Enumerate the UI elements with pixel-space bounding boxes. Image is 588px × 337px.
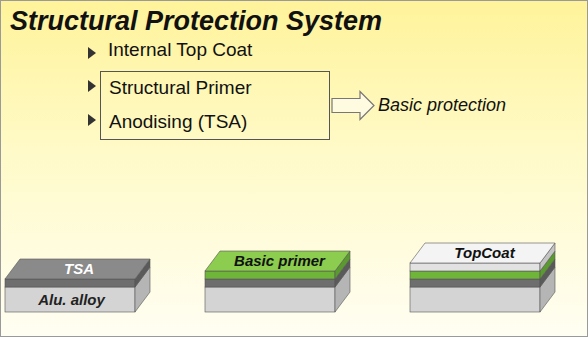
bullet-text: Structural Primer: [109, 75, 321, 101]
layer-face: TSA: [63, 260, 95, 278]
node-text: TopCoat: [453, 244, 516, 262]
slide-title: Structural Protection System: [10, 6, 382, 37]
layer-face: TopCoat: [453, 244, 516, 262]
bullet-text: Internal Top Coat: [108, 39, 252, 61]
node-text: TSA: [63, 260, 95, 278]
layer-face: Alu. alloy: [37, 291, 106, 309]
node-text: Alu. alloy: [37, 291, 106, 309]
result-text: Basic protection: [378, 95, 506, 117]
block-arrow: [332, 92, 374, 120]
bracket-box: Structural PrimerAnodising (TSA): [100, 71, 330, 140]
layer-face: Basic primer: [233, 252, 326, 270]
bullet-marks: [88, 47, 96, 126]
node-text: Basic protection: [378, 95, 506, 117]
node-text: Basic primer: [233, 252, 326, 270]
bullet-text: Anodising (TSA): [109, 109, 321, 135]
primer-stack: [205, 251, 350, 312]
tsa-stack: [5, 259, 150, 312]
topcoat-stack: [410, 243, 555, 312]
